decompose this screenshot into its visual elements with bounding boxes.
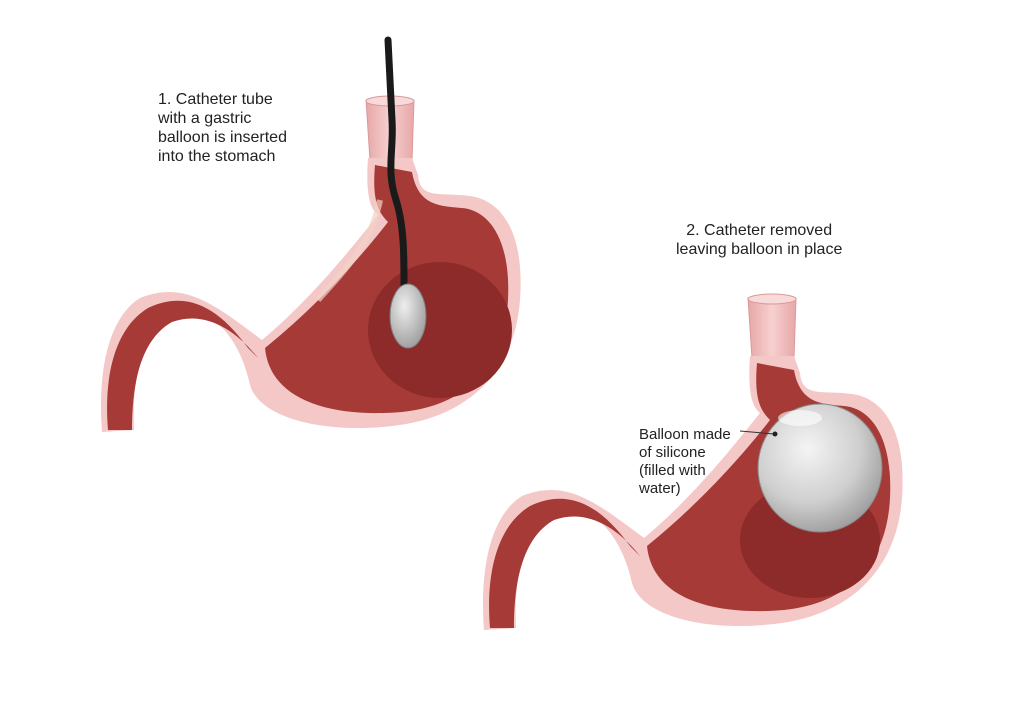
catheter-tube bbox=[384, 36, 408, 289]
deflated-balloon bbox=[389, 283, 427, 349]
balloon-highlight bbox=[778, 410, 822, 426]
stomach-1-lining-highlight bbox=[315, 199, 383, 303]
step-1-caption: 1. Catheter tube with a gastric balloon … bbox=[158, 91, 287, 165]
stomach-2-duodenum bbox=[489, 498, 640, 628]
balloon-leader-dot bbox=[772, 431, 778, 437]
esophagus-2-opening bbox=[747, 293, 797, 305]
balloon-leader-line bbox=[739, 430, 775, 435]
stomach-1-shadow bbox=[368, 262, 512, 398]
balloon-callout: Balloon made of silicone (filled with wa… bbox=[639, 426, 731, 497]
inflated-balloon bbox=[757, 403, 883, 533]
stomach-1 bbox=[100, 36, 521, 432]
stomach-1-duodenum bbox=[107, 300, 258, 430]
esophagus-2 bbox=[747, 297, 797, 359]
step-2-caption: 2. Catheter removed leaving balloon in p… bbox=[676, 222, 843, 258]
stomach-2 bbox=[482, 293, 903, 630]
